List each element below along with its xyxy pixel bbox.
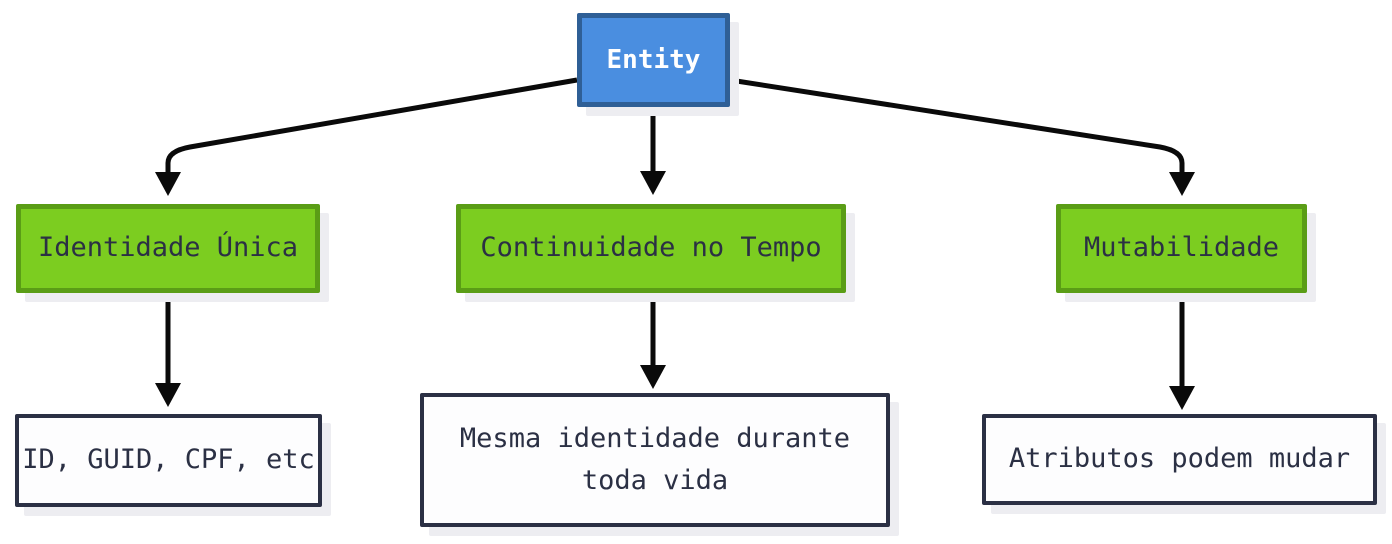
edge-entity-mutabilidade: [729, 77, 1195, 196]
node-entity-label: Entity: [606, 44, 701, 75]
node-entity: Entity: [577, 13, 730, 107]
node-continuidade-detail-label: Mesma identidade durante toda vida: [459, 423, 851, 496]
edge-entity-identidade: [155, 77, 578, 196]
node-continuidade-detail: Mesma identidade durante toda vida: [420, 393, 890, 527]
node-mutabilidade-detail-label: Atributos podem mudar: [1008, 443, 1351, 475]
node-continuidade-no-tempo-label: Continuidade no Tempo: [480, 232, 822, 264]
node-identidade-detail-label: ID, GUID, CPF, etc: [22, 444, 315, 476]
node-mutabilidade-label: Mutabilidade: [1083, 232, 1280, 264]
node-mutabilidade-detail: Atributos podem mudar: [982, 414, 1377, 505]
node-continuidade-no-tempo: Continuidade no Tempo: [456, 204, 846, 293]
node-mutabilidade: Mutabilidade: [1056, 204, 1307, 293]
node-identidade-unica-label: Identidade Única: [37, 232, 299, 264]
node-identidade-detail: ID, GUID, CPF, etc: [15, 414, 322, 507]
node-identidade-unica: Identidade Única: [16, 204, 320, 293]
